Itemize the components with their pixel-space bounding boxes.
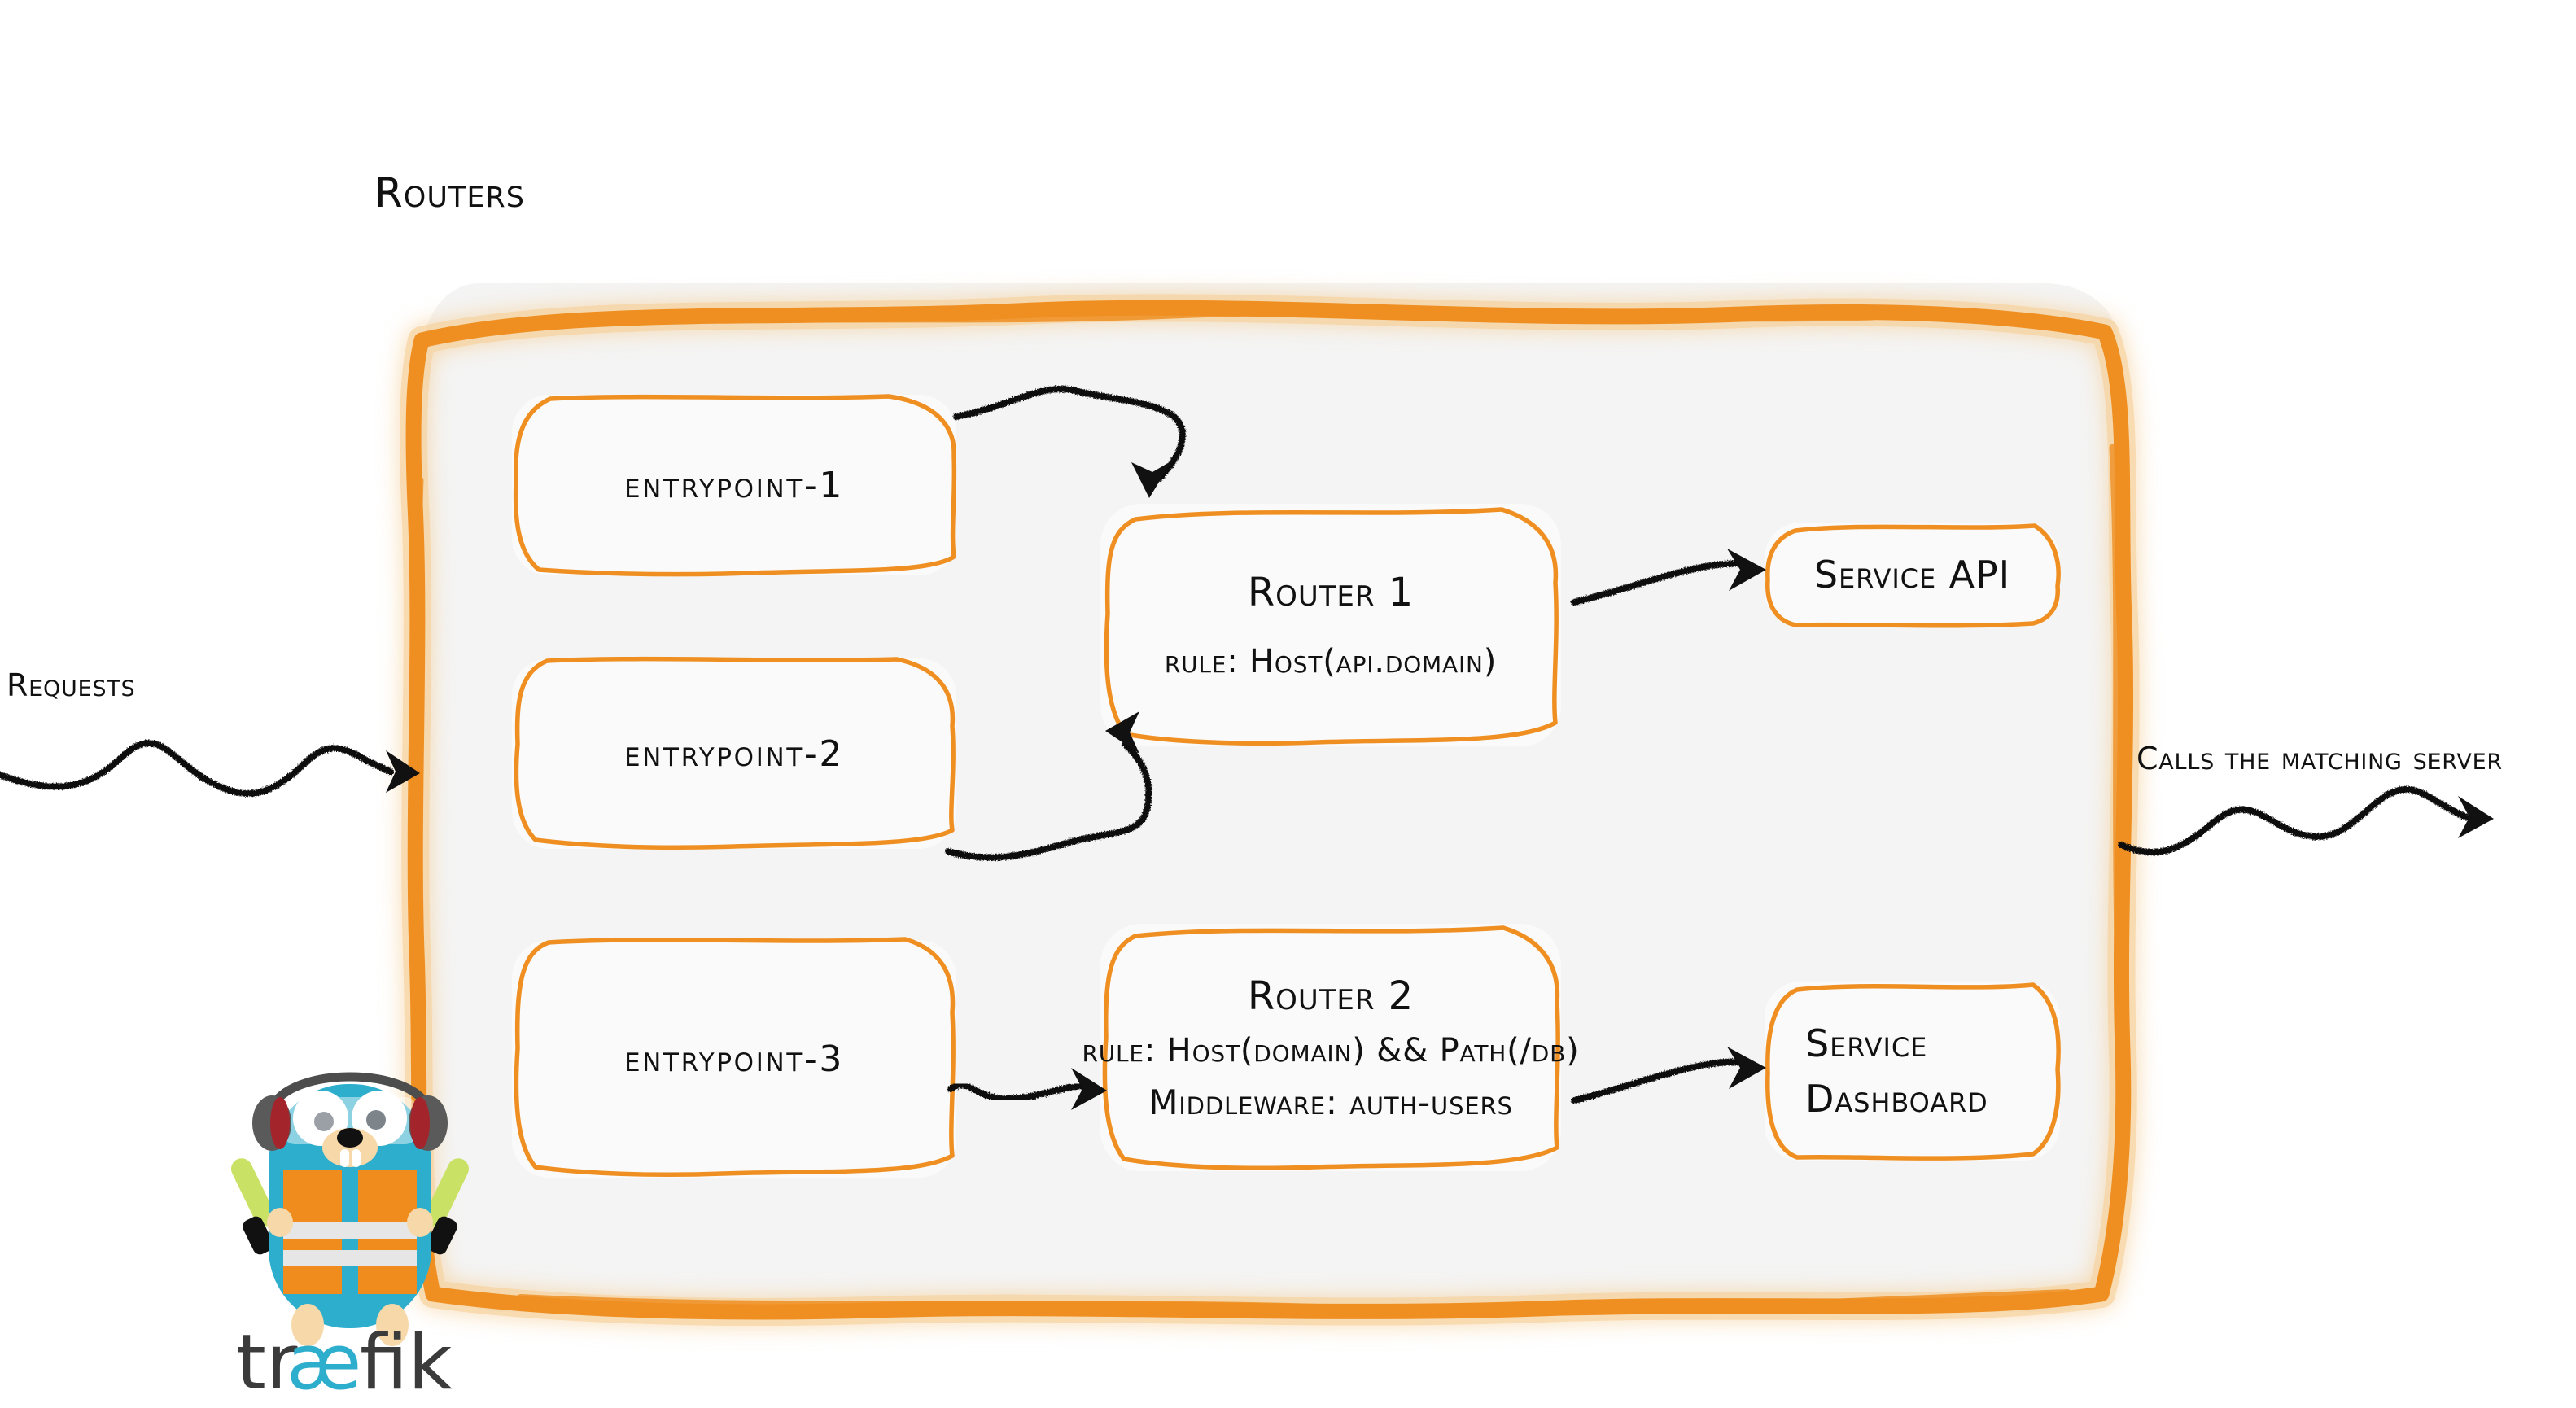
- entrypoint-1-node[interactable]: entrypoint-1: [506, 389, 962, 581]
- traefik-wordmark: tr æ fik: [236, 1318, 453, 1407]
- diagram-title: Routers: [0, 169, 2576, 216]
- traefik-logo-art: tr æ fik: [230, 1072, 470, 1407]
- router-1-node[interactable]: Router 1 rule: Host(api.domain): [1095, 498, 1567, 752]
- gopher-mascot-icon: [252, 1084, 448, 1346]
- diagram-title-text: Routers: [374, 169, 525, 216]
- wordmark-right: fik: [360, 1318, 453, 1407]
- arrow-requests-in: [0, 740, 420, 797]
- entrypoint-1-box: [512, 394, 957, 577]
- arrow-calls-out: [2118, 785, 2494, 856]
- traefik-logo: tr æ fik: [230, 1034, 470, 1407]
- calls-matching-server-label: Calls the matching server: [2136, 741, 2503, 776]
- service-dashboard-box: [1765, 982, 2061, 1161]
- requests-label: Requests: [7, 667, 136, 703]
- router-2-box: [1100, 924, 1561, 1171]
- entrypoint-2-box: [512, 656, 956, 850]
- entrypoint-2-node[interactable]: entrypoint-2: [506, 653, 962, 855]
- wordmark-ae: æ: [286, 1318, 361, 1407]
- router-1-box: [1100, 504, 1561, 746]
- service-api-box: [1765, 523, 2061, 628]
- entrypoint-3-box: [512, 937, 956, 1178]
- routers-container-border: [400, 294, 2140, 1326]
- entrypoint-3-node[interactable]: entrypoint-3: [506, 934, 962, 1183]
- service-api-node[interactable]: Service API: [1760, 518, 2065, 632]
- wordmark-left: tr: [236, 1318, 298, 1407]
- service-dashboard-node[interactable]: Service Dashboard: [1760, 977, 2065, 1165]
- router-2-node[interactable]: Router 2 rule: Host(domain) && Path(/db)…: [1082, 918, 1579, 1177]
- marshalling-wands-icon: [230, 1158, 470, 1255]
